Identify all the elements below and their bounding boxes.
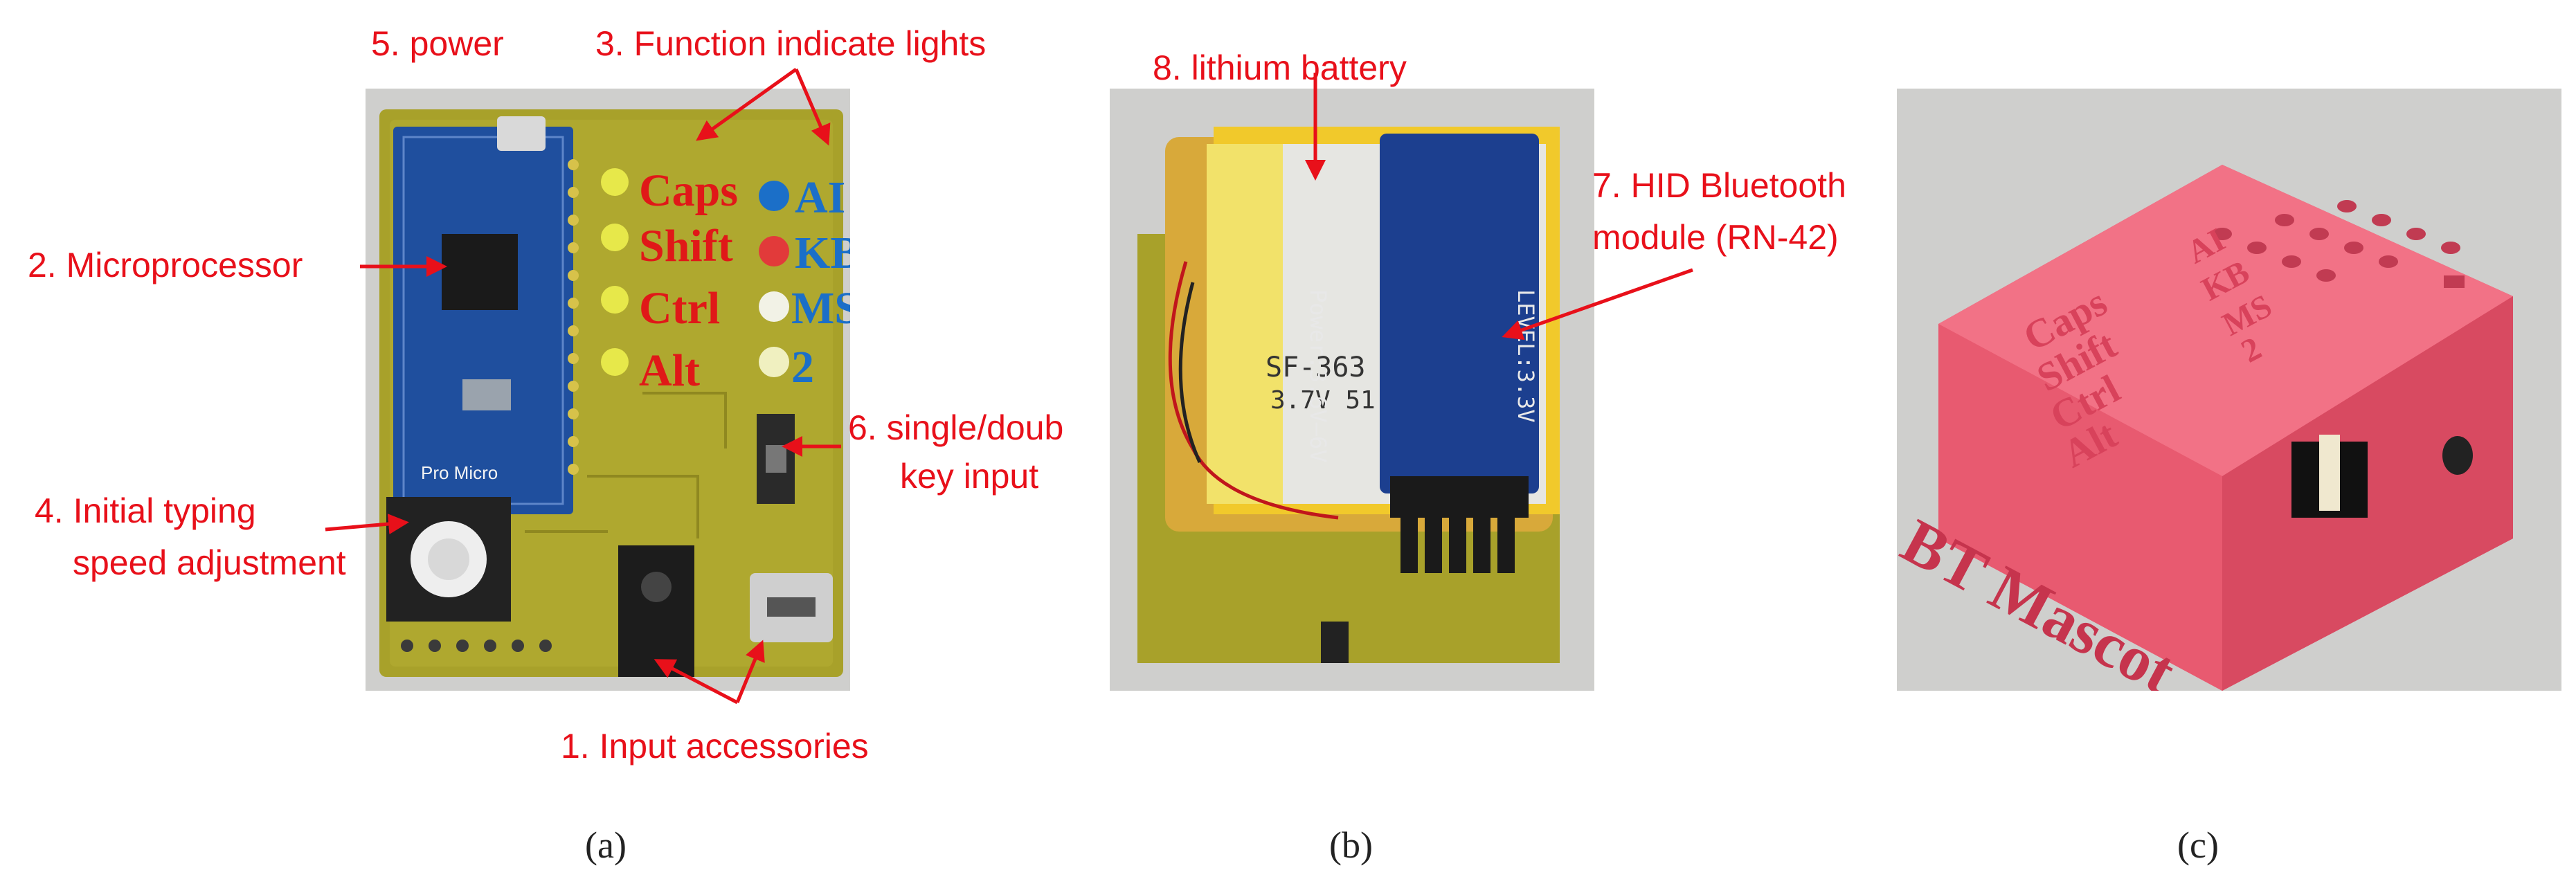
module-level-text: LEVEL:3.3V (1513, 289, 1539, 423)
module-power-text: Power:3.6V—6V (1305, 289, 1331, 463)
label-switch-line1: 6. single/doub (848, 408, 1064, 447)
led-caps (601, 168, 629, 196)
pcb-label-kb: KB (795, 228, 850, 278)
microprocessor-chip (442, 234, 518, 310)
led-kb (759, 236, 789, 266)
label-microprocessor: 2. Microprocessor (28, 246, 303, 284)
enclosure-photo: Caps Shift Ctrl Alt AI KB MS 2 BT Mascot (1897, 89, 2561, 691)
label-bluetooth-line2: module (RN-42) (1592, 218, 1839, 257)
caption-a: (a) (585, 824, 627, 866)
audio-jack (618, 545, 694, 677)
pcb-label-caps: Caps (639, 165, 739, 216)
pcb-drawing (379, 109, 843, 677)
label-switch-line2: key input (900, 457, 1039, 496)
caption-b: (b) (1329, 824, 1373, 866)
led-ms (759, 291, 789, 322)
led-2 (759, 347, 789, 377)
label-power: 5. power (371, 24, 504, 63)
label-speed-line2: speed adjustment (73, 543, 346, 582)
led-shift (601, 224, 629, 251)
pro-micro-board (393, 127, 573, 514)
pcb-label-alt: Alt (639, 345, 700, 396)
label-function-lights: 3. Function indicate lights (595, 24, 987, 63)
led-alt (601, 348, 629, 376)
label-input-accessories: 1. Input accessories (561, 727, 869, 765)
label-lithium-battery: 8. lithium battery (1153, 48, 1407, 87)
led-ctrl (601, 286, 629, 314)
pcb-label-ms: MS (791, 283, 850, 334)
bluetooth-module-photo: SF-363 3.7V 51 Power:3.6V—6V LEVEL:3.3V (1110, 89, 1594, 691)
usb-power-port (497, 116, 546, 151)
pcb-photo: Caps Shift Ctrl Alt AI KB MS 2 Pro Micro (366, 89, 850, 691)
label-bluetooth-line1: 7. HID Bluetooth (1592, 166, 1846, 205)
battery-model-text: SF-363 (1266, 352, 1366, 383)
pcb-label-ai: AI (795, 172, 846, 223)
pcb-label-2: 2 (791, 342, 814, 392)
led-ai (759, 181, 789, 211)
pro-micro-text: Pro Micro (421, 462, 498, 483)
hid-bluetooth-module (1380, 134, 1539, 493)
label-speed-line1: 4. Initial typing (35, 491, 256, 530)
enclosure-drawing (1938, 165, 2513, 691)
battery-board-drawing (1137, 127, 1560, 663)
battery-voltage-text: 3.7V 51 (1270, 386, 1376, 415)
pcb-label-ctrl: Ctrl (639, 283, 721, 334)
caption-c: (c) (2177, 824, 2219, 866)
pcb-label-shift: Shift (639, 221, 733, 271)
